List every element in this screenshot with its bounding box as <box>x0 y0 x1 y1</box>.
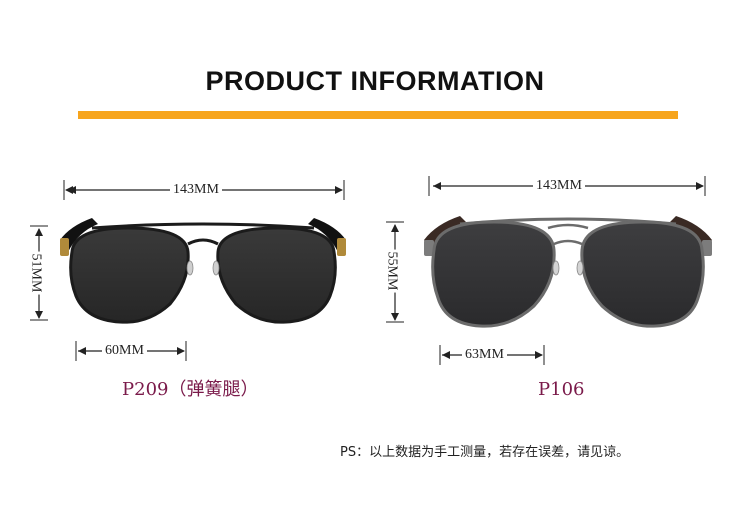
brow-bar <box>91 222 315 230</box>
lens-width-label: 60MM <box>102 343 147 359</box>
temple-right <box>308 218 346 252</box>
lens-left <box>69 226 190 324</box>
lens-left <box>431 220 556 328</box>
dim-arrowhead <box>68 186 76 194</box>
dim-arrowhead <box>391 224 399 232</box>
temple-left <box>60 218 98 252</box>
model-label-p209: P209（弹簧腿） <box>122 379 259 400</box>
title-underline <box>78 111 678 119</box>
measurement-note: PS：以上数据为手工测量，若存在误差，请见谅。 <box>340 445 630 460</box>
glasses-p106 <box>386 176 712 365</box>
dim-arrowhead <box>78 347 86 355</box>
bridge <box>553 239 583 246</box>
lens-right <box>580 220 705 328</box>
nose-pad-right <box>576 260 584 276</box>
nose-pad-right <box>212 260 220 276</box>
spring-hinge-left <box>60 238 69 256</box>
height-label: 55MM <box>383 249 400 293</box>
nose-pad-left <box>186 260 194 276</box>
height-label: 51MM <box>27 251 44 295</box>
lens-right <box>216 226 337 324</box>
model-label-p106: P106 <box>538 379 585 400</box>
nose-pad-left <box>552 260 560 276</box>
hinge-left <box>424 240 434 256</box>
width-label: 143MM <box>170 182 222 198</box>
glasses-p209 <box>30 180 346 361</box>
top-bridge <box>547 223 589 230</box>
dim-arrowhead <box>442 351 450 359</box>
spring-hinge-right <box>337 238 346 256</box>
bridge <box>187 238 219 246</box>
dim-arrowhead <box>35 228 43 236</box>
hinge-right <box>702 240 712 256</box>
page-title: PRODUCT INFORMATION <box>205 66 545 96</box>
dim-arrowhead <box>433 182 441 190</box>
width-label: 143MM <box>533 178 585 194</box>
lens-width-label: 63MM <box>462 347 507 363</box>
